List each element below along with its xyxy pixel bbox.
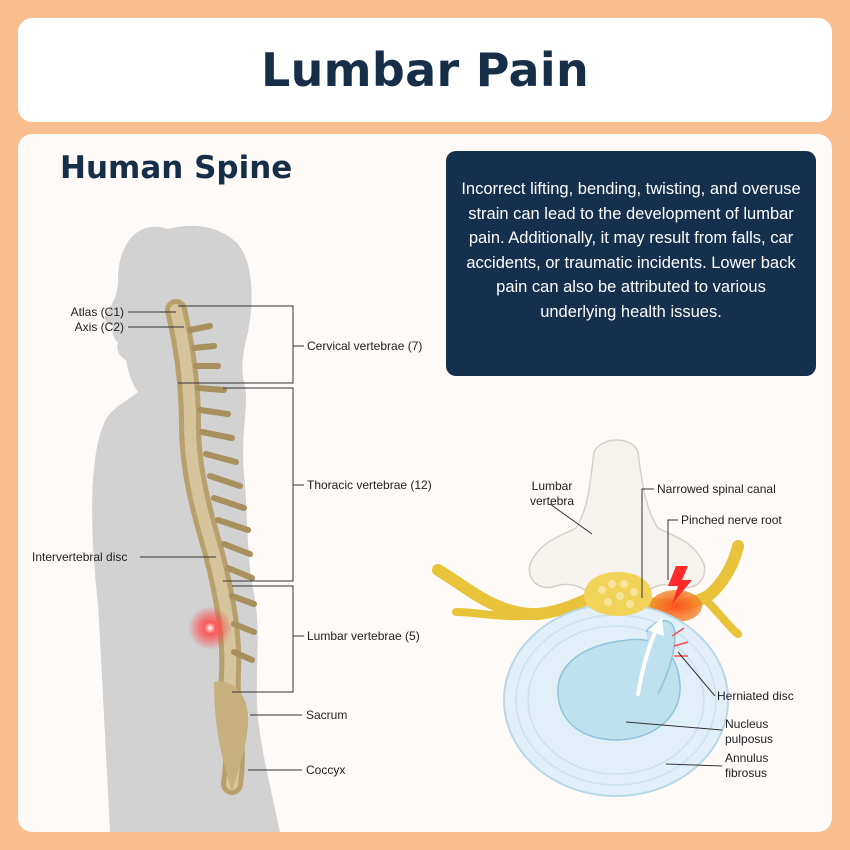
label-intervertebral: Intervertebral disc — [32, 550, 127, 564]
illustration: Atlas (C1) Axis (C2) Cervical vertebrae … — [32, 225, 794, 832]
label-annulus-line2: fibrosus — [725, 766, 767, 780]
disc-illustration — [432, 439, 744, 797]
label-nucleus-line2: pulposus — [725, 732, 773, 746]
label-lumbar-vertebra-line2: vertebra — [530, 494, 574, 508]
label-pinched-nerve: Pinched nerve root — [681, 513, 782, 527]
label-narrowed-canal: Narrowed spinal canal — [657, 482, 776, 496]
section-subtitle: Human Spine — [60, 150, 293, 186]
label-lumbar-vertebra-line1: Lumbar — [532, 479, 573, 493]
info-text: Incorrect lifting, bending, twisting, an… — [461, 180, 801, 321]
label-sacrum: Sacrum — [306, 708, 347, 722]
pain-lightning-icon — [668, 566, 692, 604]
pain-highlight — [188, 606, 232, 650]
title-card: Lumbar Pain — [18, 18, 832, 122]
label-cervical: Cervical vertebrae (7) — [307, 339, 422, 353]
label-annulus-line1: Annulus — [725, 751, 768, 765]
spine-leader-lines — [128, 305, 304, 771]
disc-leader-lines — [549, 488, 723, 767]
label-thoracic: Thoracic vertebrae (12) — [307, 478, 432, 492]
spine-illustration — [165, 299, 257, 795]
label-herniated-disc: Herniated disc — [717, 689, 794, 703]
main-card: Human Spine Incorrect lifting, bending, … — [18, 134, 832, 832]
label-coccyx: Coccyx — [306, 763, 345, 777]
label-axis: Axis (C2) — [75, 320, 124, 334]
info-box: Incorrect lifting, bending, twisting, an… — [446, 151, 816, 376]
page-title: Lumbar Pain — [261, 43, 589, 97]
label-atlas: Atlas (C1) — [71, 305, 124, 319]
label-nucleus-line1: Nucleus — [725, 717, 768, 731]
label-lumbar: Lumbar vertebrae (5) — [307, 629, 420, 643]
